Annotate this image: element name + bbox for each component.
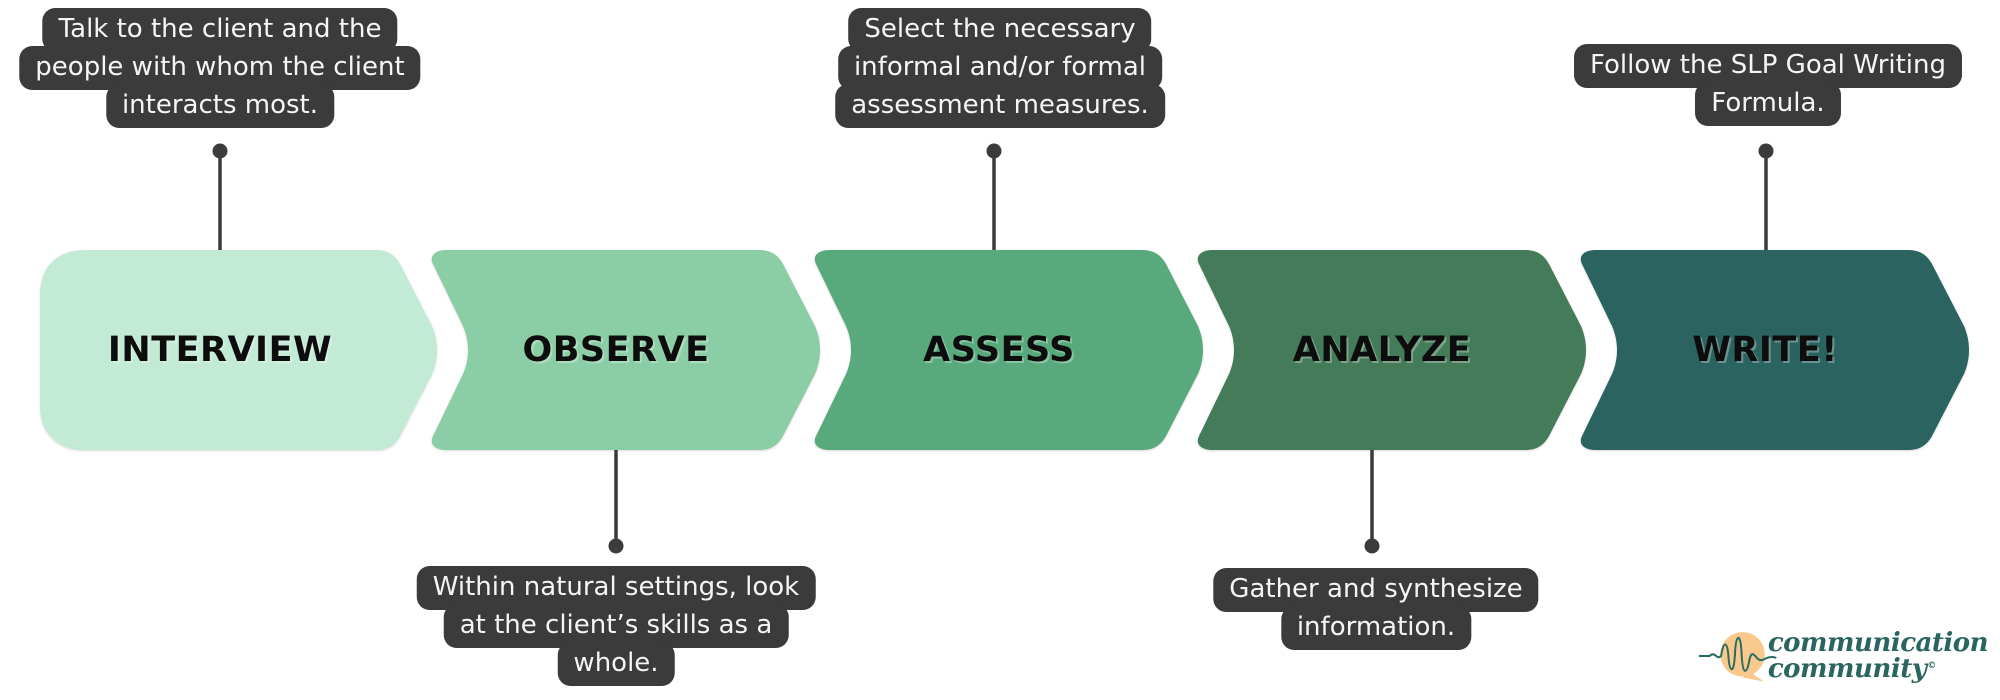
callout-line: whole. [557,642,675,686]
callout-line: Within natural settings, look [416,566,816,610]
callout-line: people with whom the client [19,46,421,90]
callout-analyze: Gather and synthesize information. [1213,568,1539,650]
step-label-observe: OBSERVE [522,330,710,370]
step-label-write: WRITE! [1692,330,1838,370]
step-arrow-analyze [1197,250,1586,450]
callout-line: Follow the SLP Goal Writing [1573,44,1963,88]
step-arrow-interview [40,250,437,450]
step-arrow-observe [431,250,820,450]
callout-line: assessment measures. [835,84,1165,128]
callout-write: Follow the SLP Goal Writing Formula. [1573,44,1963,126]
step-label-assess: ASSESS [923,330,1075,370]
step-arrow-assess [814,250,1203,450]
callout-line: Formula. [1695,82,1841,126]
step-arrow-write [1580,250,1969,450]
step-label-interview: INTERVIEW [107,330,333,370]
connector-dot-write [1758,143,1774,159]
connector-dot-assess [986,143,1002,159]
speech-bubble-wave-icon [1698,632,1777,682]
trademark-symbol: © [1927,660,1936,671]
step-label-analyze: ANALYZE [1292,330,1472,370]
callout-line: information. [1280,606,1472,650]
callout-line: Gather and synthesize [1213,568,1539,612]
callout-line: Select the necessary [848,8,1152,52]
callout-interview: Talk to the client and the people with w… [19,8,421,128]
logo-line1: communication [1767,627,1989,658]
connector-dot-interview [212,143,228,159]
callout-line: interacts most. [105,84,335,128]
callout-observe: Within natural settings, look at the cli… [416,566,816,686]
callout-assess: Select the necessary informal and/or for… [835,8,1165,128]
logo-line2: community© [1767,653,1936,684]
logo-text: communication community© [1767,627,1989,684]
communication-community-logo: communication community© [1698,616,1989,696]
connector-dot-analyze [1364,538,1380,554]
connector-dot-observe [608,538,624,554]
callout-line: at the client’s skills as a [443,604,789,648]
callout-line: informal and/or formal [837,46,1163,90]
callout-line: Talk to the client and the [42,8,398,52]
